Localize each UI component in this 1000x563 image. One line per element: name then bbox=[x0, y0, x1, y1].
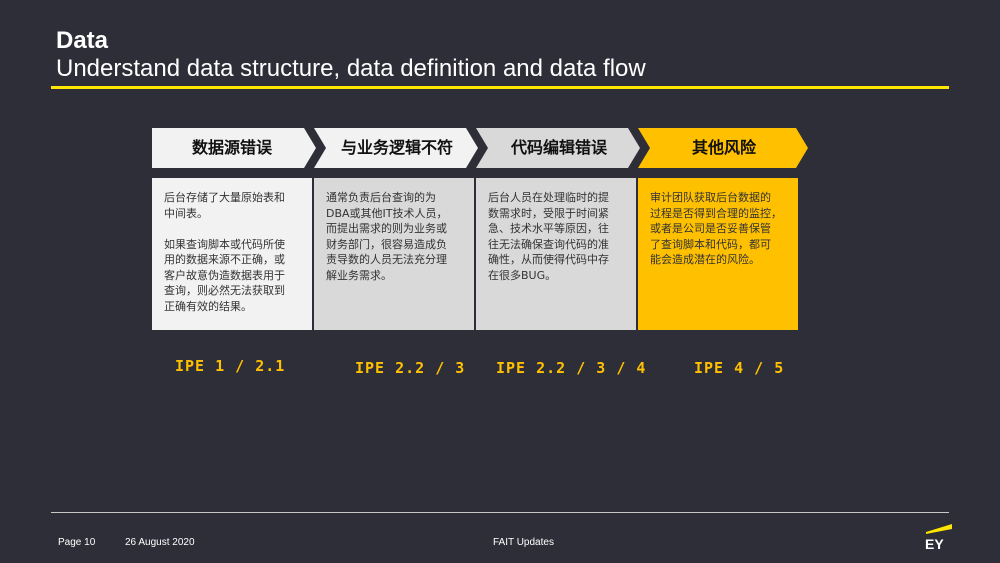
page-number: Page 10 bbox=[58, 537, 96, 548]
step-description-1: 后台存储了大量原始表和 中间表。 如果查询脚本或代码所使 用的数据来源不正确，或… bbox=[152, 178, 312, 330]
step-description-4: 审计团队获取后台数据的 过程是否得到合理的监控， 或者是公司是否妥善保管 了查询… bbox=[638, 178, 798, 330]
footer-divider bbox=[51, 512, 949, 513]
step-description-3: 后台人员在处理临时的提 数需求时，受限于时间紧 急、技术水平等原因，往 往无法确… bbox=[476, 178, 636, 330]
slide-title: Data bbox=[56, 27, 109, 54]
footer-date: 26 August 2020 bbox=[125, 537, 195, 548]
chevron-2 bbox=[314, 128, 478, 168]
ey-logo-text: EY bbox=[925, 536, 944, 552]
ipe-reference-1: IPE 1 / 2.1 bbox=[175, 357, 286, 375]
title-underline bbox=[51, 86, 949, 89]
step-label-1: 数据源错误 bbox=[191, 138, 272, 157]
process-chevrons: 数据源错误 与业务逻辑不符 代码编辑错误 其他风险 bbox=[152, 128, 812, 168]
step-label-3: 代码编辑错误 bbox=[510, 138, 607, 157]
step-label-4: 其他风险 bbox=[691, 138, 756, 157]
chevron-1 bbox=[152, 128, 316, 168]
ipe-reference-4: IPE 4 / 5 bbox=[694, 359, 785, 377]
ipe-reference-2: IPE 2.2 / 3 bbox=[355, 359, 466, 377]
chevron-4 bbox=[638, 128, 808, 168]
footer-center-text: FAIT Updates bbox=[493, 537, 554, 548]
slide-subtitle: Understand data structure, data definiti… bbox=[56, 55, 646, 82]
step-description-2: 通常负责后台查询的为 DBA或其他IT技术人员， 而提出需求的则为业务或 财务部… bbox=[314, 178, 474, 330]
step-label-2: 与业务逻辑不符 bbox=[340, 138, 453, 157]
chevron-3 bbox=[476, 128, 640, 168]
ey-logo: EY bbox=[922, 522, 962, 552]
ipe-reference-3: IPE 2.2 / 3 / 4 bbox=[496, 359, 647, 377]
chevron-shapes bbox=[152, 128, 808, 168]
ey-logo-icon: EY bbox=[925, 524, 952, 552]
title-block: Data Understand data structure, data def… bbox=[56, 27, 646, 83]
